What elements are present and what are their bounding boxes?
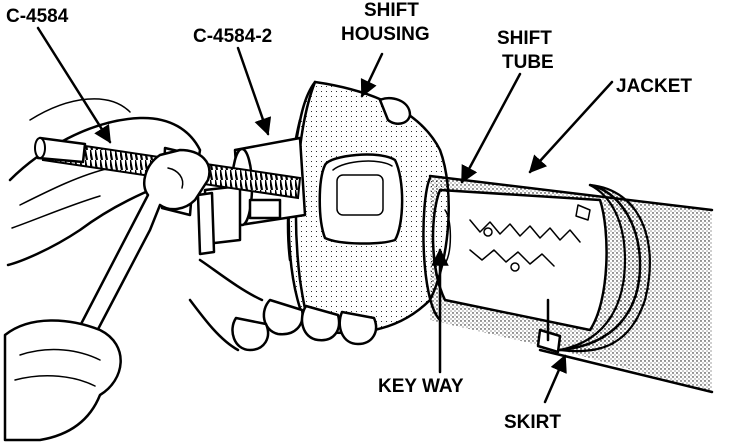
skirt-tab (536, 298, 562, 354)
label-key-way: KEY WAY (378, 376, 464, 397)
leader-lines (36, 26, 614, 404)
label-shift-tube-line2: TUBE (502, 52, 554, 73)
label-shift-housing-line1: SHIFT (364, 0, 419, 21)
shift-housing (286, 80, 450, 335)
wrench (78, 148, 211, 337)
label-c4584-2: C-4584-2 (193, 26, 272, 47)
left-hand-back (6, 98, 202, 267)
label-jacket: JACKET (616, 76, 692, 97)
right-hand-fingers (188, 96, 412, 352)
label-c4584: C-4584 (6, 6, 69, 27)
label-skirt: SKIRT (504, 412, 561, 433)
lower-hand (3, 319, 122, 442)
label-shift-housing-line2: HOUSING (341, 24, 430, 45)
label-shift-tube-line1: SHIFT (497, 28, 552, 49)
